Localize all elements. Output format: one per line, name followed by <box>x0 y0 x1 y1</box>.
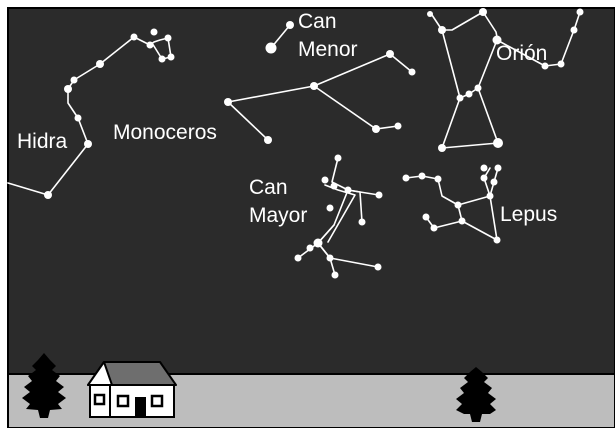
star <box>331 183 338 190</box>
star <box>459 218 466 225</box>
star <box>577 9 584 16</box>
star <box>375 264 382 271</box>
star <box>494 237 501 244</box>
star <box>322 177 329 184</box>
star <box>96 60 104 68</box>
star <box>487 193 494 200</box>
star <box>264 136 272 144</box>
star <box>409 69 416 76</box>
star <box>327 205 334 212</box>
star <box>376 192 383 199</box>
star <box>455 202 462 209</box>
star <box>431 225 438 232</box>
star <box>395 123 402 130</box>
star <box>147 42 154 49</box>
star <box>64 85 72 93</box>
star <box>403 175 410 182</box>
star <box>165 35 172 42</box>
star <box>44 191 52 199</box>
star <box>479 8 487 16</box>
star <box>359 219 366 226</box>
star <box>266 43 277 54</box>
label-orion: Orión <box>496 42 547 65</box>
star <box>224 98 232 106</box>
star <box>475 85 482 92</box>
star <box>438 26 446 34</box>
label-can-menor-line1: Can <box>298 10 337 33</box>
star <box>327 255 334 262</box>
house-door <box>135 397 146 417</box>
star <box>481 175 488 182</box>
star <box>295 255 302 262</box>
star <box>457 95 464 102</box>
label-lepus: Lepus <box>500 203 557 226</box>
star <box>345 187 352 194</box>
star <box>423 214 430 221</box>
star <box>332 272 339 279</box>
star <box>71 77 78 84</box>
label-hidra: Hidra <box>17 130 68 153</box>
star <box>427 11 433 17</box>
star <box>131 34 138 41</box>
house-window <box>152 396 162 406</box>
house-window <box>95 395 104 404</box>
label-can-mayor-line1: Can <box>249 176 288 199</box>
star <box>310 82 318 90</box>
star <box>372 125 380 133</box>
star <box>307 245 314 252</box>
star <box>75 115 82 122</box>
label-monoceros: Monoceros <box>113 121 217 144</box>
star <box>159 56 166 63</box>
star <box>435 176 442 183</box>
star <box>571 27 578 34</box>
star <box>386 50 394 58</box>
label-can-menor-line2: Menor <box>298 38 358 61</box>
star <box>168 54 175 61</box>
star <box>466 91 473 98</box>
star <box>495 165 502 172</box>
star <box>438 144 446 152</box>
house <box>88 362 176 417</box>
star <box>314 239 323 248</box>
star <box>493 138 503 148</box>
house-window <box>118 396 128 406</box>
star <box>481 165 488 172</box>
label-can-mayor-line2: Mayor <box>249 204 307 227</box>
star <box>335 155 342 162</box>
star <box>419 173 426 180</box>
star <box>491 179 498 186</box>
star <box>84 140 92 148</box>
star <box>151 29 158 36</box>
star <box>558 61 565 68</box>
star <box>286 21 294 29</box>
